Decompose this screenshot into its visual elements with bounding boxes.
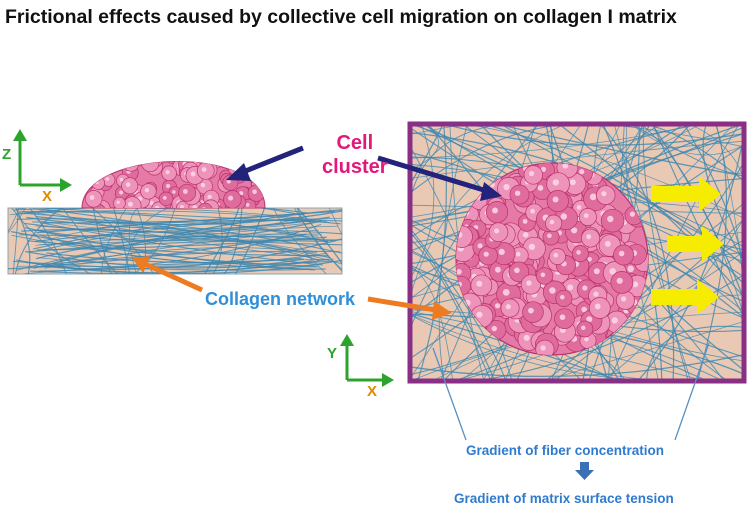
migration-arrow [667,226,724,262]
side-axis-x-label: X [42,188,53,205]
gradient-lines [432,342,710,441]
down-arrow-icon [575,462,594,480]
collagen-pointers [132,256,452,320]
top-view-matrix [407,121,747,384]
collagen-network-label: Collagen network [205,289,356,309]
cell-cluster-label: Cell cluster [322,132,388,178]
side-axis-z-label: Z [2,146,12,163]
gradient-fiber-label: Gradient of fiber concentration [466,443,665,458]
top-axis-triad [340,334,394,387]
gradient-tension-label: Gradient of matrix surface tension [454,491,674,506]
side-view-collagen-slab [7,207,343,275]
top-view-frame [407,121,747,384]
side-axis-triad [13,129,72,192]
migration-arrow [651,176,721,212]
cell-cluster-pointers [226,145,502,201]
figure-title: Frictional effects caused by collective … [5,6,677,28]
migration-arrows [651,176,724,315]
side-view-fibers [8,208,342,274]
top-axis-x-label: X [367,383,378,400]
top-axis-y-label: Y [327,345,338,362]
migration-arrow [651,279,719,315]
